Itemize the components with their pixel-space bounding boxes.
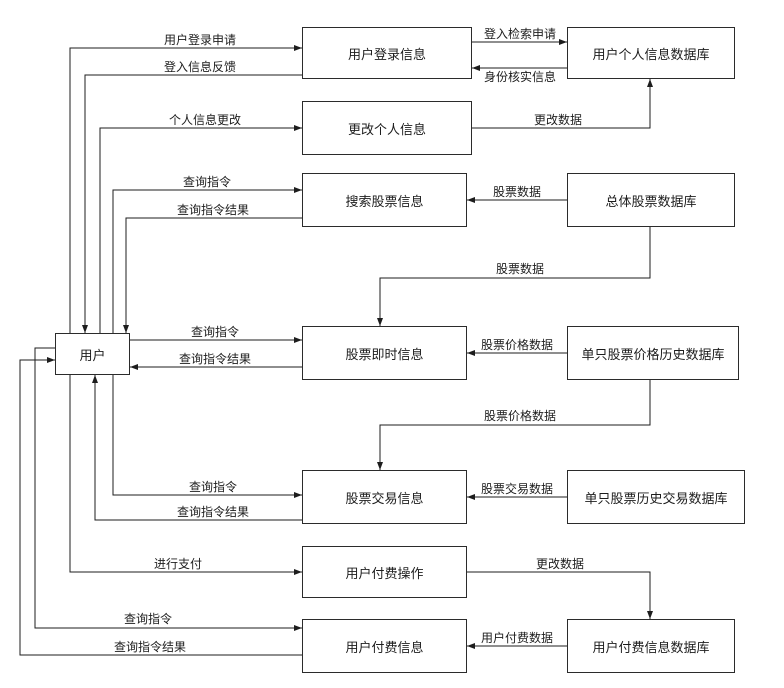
edge-label-query-realtime: 查询指令 (190, 325, 240, 339)
edge-label-login-request: 用户登录申请 (163, 33, 237, 47)
arrow-price-data-trade (377, 380, 651, 470)
edge-label-login-retrieval: 登入检索申请 (483, 27, 557, 41)
node-overall-db: 总体股票数据库 (567, 173, 735, 227)
edge-label-payment-data: 用户付费数据 (480, 631, 554, 645)
arrow-query-trade (112, 375, 302, 498)
arrow-personal-change (99, 125, 302, 333)
arrow-change-data-payment (467, 571, 653, 619)
edge-label-query-payment-result: 查询指令结果 (113, 640, 187, 654)
node-payment-db: 用户付费信息数据库 (567, 619, 735, 673)
edge-label-query-payment: 查询指令 (123, 612, 173, 626)
edge-label-query-search-result: 查询指令结果 (176, 203, 250, 217)
edge-label-stock-data-search: 股票数据 (492, 185, 542, 199)
edge-label-identity-verify: 身份核实信息 (483, 70, 557, 84)
arrow-query-payment-result (19, 357, 302, 656)
edge-label-query-trade: 查询指令 (188, 480, 238, 494)
arrow-query-payment (34, 347, 302, 631)
arrow-query-trade-result (92, 375, 302, 521)
edge-label-make-payment: 进行支付 (153, 557, 203, 571)
node-payment-info: 用户付费信息 (302, 619, 467, 673)
arrow-stock-data-realtime (377, 227, 651, 326)
arrow-query-search-result (123, 217, 302, 333)
node-trade-info: 股票交易信息 (302, 470, 467, 524)
node-realtime-info: 股票即时信息 (302, 326, 467, 380)
node-search-stock: 搜索股票信息 (302, 173, 467, 227)
node-user: 用户 (55, 333, 130, 375)
edge-label-personal-change: 个人信息更改 (168, 113, 242, 127)
node-price-history-db: 单只股票价格历史数据库 (567, 326, 739, 380)
node-personal-db: 用户个人信息数据库 (567, 27, 735, 79)
arrow-query-search (112, 187, 302, 333)
edge-label-stock-data-realtime: 股票数据 (495, 262, 545, 276)
arrow-login-feedback (82, 74, 302, 333)
edge-label-query-search: 查询指令 (182, 175, 232, 189)
node-trade-history-db: 单只股票历史交易数据库 (567, 470, 745, 524)
edge-label-trade-data: 股票交易数据 (480, 482, 554, 496)
edge-label-query-trade-result: 查询指令结果 (176, 505, 250, 519)
node-change-info: 更改个人信息 (302, 101, 472, 155)
node-payment-op: 用户付费操作 (302, 546, 467, 598)
arrow-login-request (69, 45, 302, 333)
arrow-change-data-top (472, 79, 653, 129)
edge-label-change-data-payment: 更改数据 (535, 557, 585, 571)
edge-label-price-data-realtime: 股票价格数据 (480, 338, 554, 352)
edge-label-change-data-top: 更改数据 (533, 113, 583, 127)
edge-label-query-realtime-result: 查询指令结果 (178, 352, 252, 366)
edge-label-login-feedback: 登入信息反馈 (163, 60, 237, 74)
arrow-make-payment (69, 375, 302, 575)
edge-label-price-data-trade: 股票价格数据 (483, 409, 557, 423)
node-login-info: 用户登录信息 (302, 27, 472, 79)
